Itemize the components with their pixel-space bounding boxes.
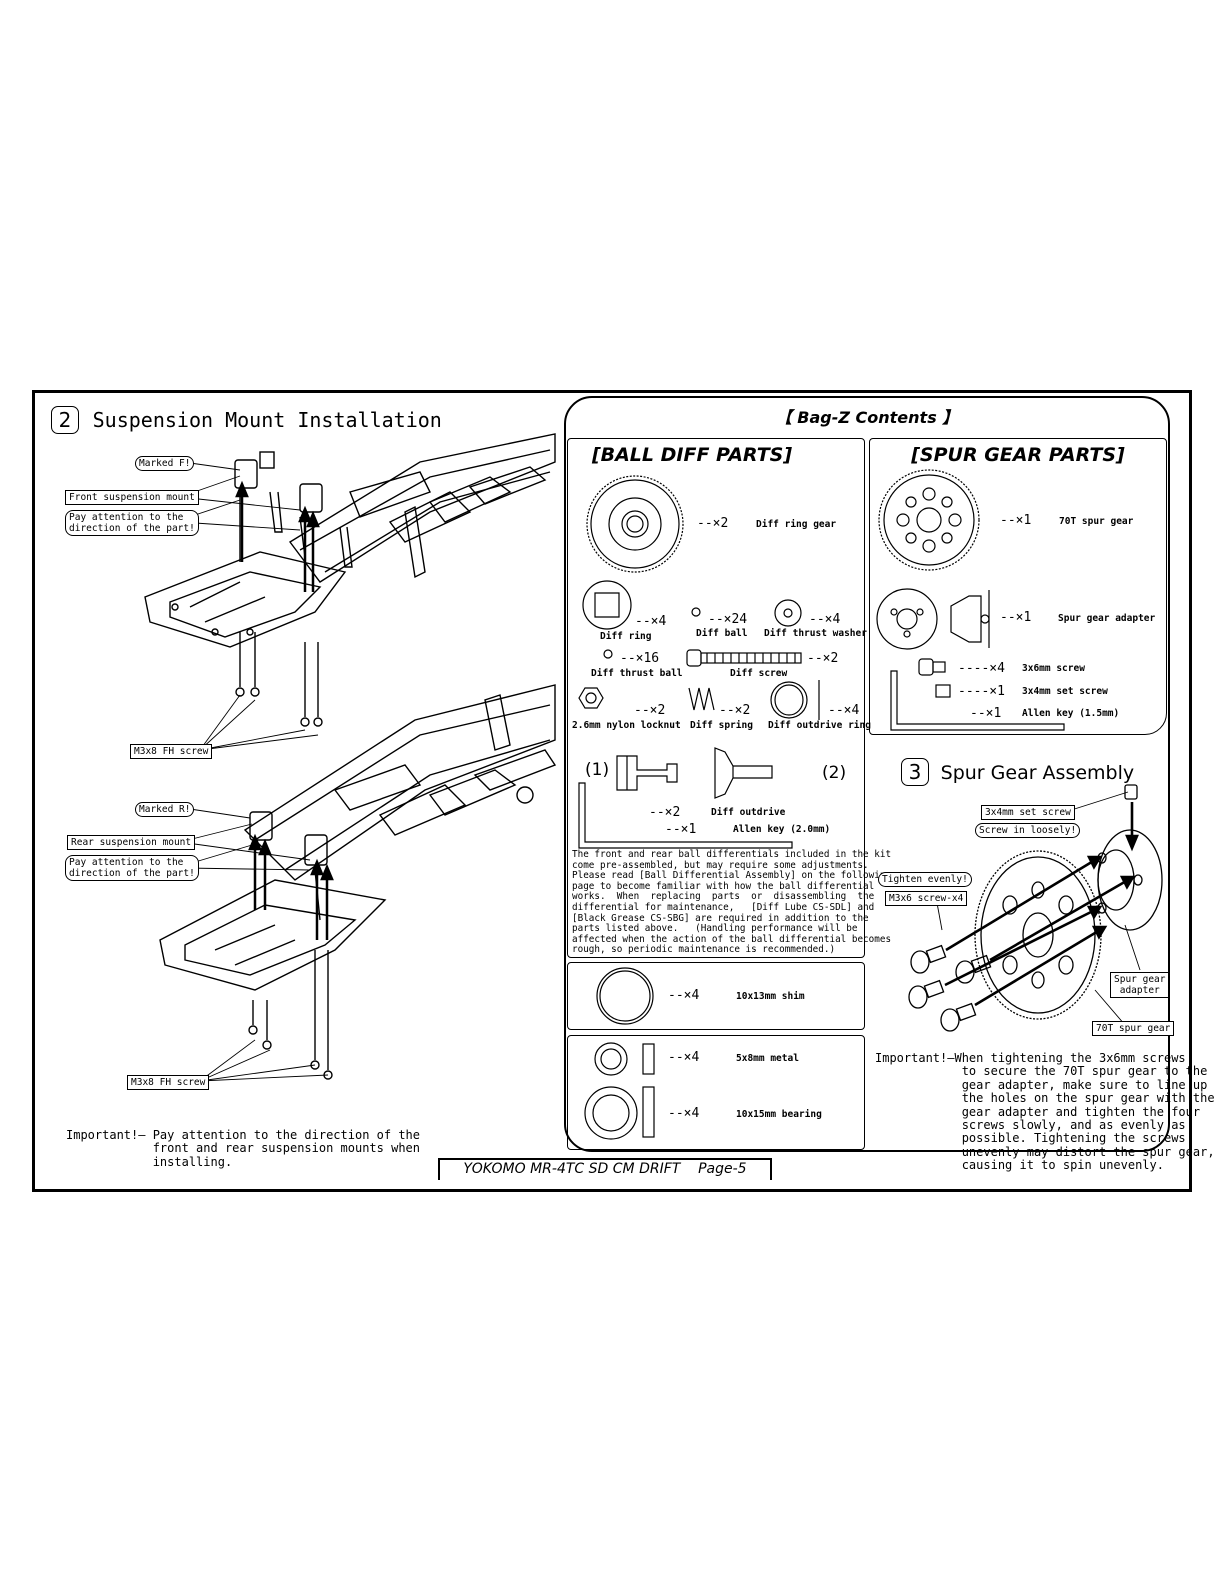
ball-diff-parts-drawings (578, 475, 820, 849)
part-name: 3x6mm screw (1022, 663, 1085, 674)
step-2-leader-lines (179, 462, 329, 1082)
part-qty: --×2 (634, 703, 666, 718)
outdrive-label-2: (2) (822, 763, 847, 783)
part-name: Allen key (2.0mm) (733, 824, 831, 835)
part-name: Diff ring gear (756, 519, 837, 530)
bearings-panel (567, 1035, 865, 1150)
ball-diff-parts-panel (567, 438, 865, 958)
part-qty: --×4 (828, 703, 860, 718)
shim-panel (567, 962, 865, 1030)
step-3-heading: 3 Spur Gear Assembly (901, 758, 1134, 786)
part-qty: --×24 (708, 612, 748, 627)
part-name: Diff screw (730, 668, 788, 679)
step-title: Spur Gear Assembly (940, 762, 1135, 784)
part-name: Diff ball (696, 628, 748, 639)
shim-drawing (596, 967, 654, 1025)
bag-contents-title: 【 Bag-Z Contents 】 (775, 408, 959, 427)
chassis-front-illustration (144, 433, 556, 727)
outdrive-label-1: (1) (585, 760, 610, 780)
part-name: Diff thrust washer (764, 628, 867, 639)
gear-adapter-callout: Spur gear adapter (1110, 972, 1170, 998)
part-name: 70T spur gear (1059, 516, 1134, 527)
ball-diff-note: The front and rear ball differentials in… (572, 849, 892, 956)
part-name: 3x4mm set screw (1022, 686, 1108, 697)
screw-x4-callout: M3x6 screw-x4 (885, 891, 968, 906)
part-name: Diff ring (600, 631, 652, 642)
part-qty: --×1 (1000, 513, 1032, 528)
part-qty: --×4 (668, 1050, 700, 1065)
step-3-important-note: Important!—When tightening the 3x6mm scr… (875, 1051, 1215, 1173)
part-name: Diff outdrive (711, 807, 786, 818)
part-qty: --×4 (668, 988, 700, 1003)
spur-gear-parts-drawings (876, 469, 1065, 731)
part-name: 2.6mm nylon locknut (572, 720, 681, 731)
step-2-important-note: Important!— Pay attention to the directi… (66, 1128, 421, 1169)
front-mount-callout: Front suspension mount (65, 490, 199, 505)
step-2-heading: 2 Suspension Mount Installation (51, 406, 442, 434)
screw-callout: M3x8 FH screw (127, 1075, 210, 1090)
rear-mount-callout: Rear suspension mount (67, 835, 196, 850)
part-qty: --×4 (809, 612, 841, 627)
direction-warning-callout: Pay attention to the direction of the pa… (65, 855, 199, 881)
set-screw-callout: 3x4mm set screw (981, 805, 1075, 820)
footer-tab (438, 1158, 772, 1180)
spur-gear-assembly-illustration (908, 784, 1163, 1032)
part-qty: --×16 (620, 651, 660, 666)
footer-page-label: YOKOMO MR-4TC SD CM DRIFT Page-5 (463, 1161, 747, 1177)
screw-loosely-callout: Screw in loosely! (975, 823, 1081, 838)
part-qty: --×2 (697, 516, 729, 531)
chassis-rear-illustration (159, 684, 557, 1080)
spur-gear-callout: 70T spur gear (1092, 1021, 1175, 1036)
part-name: 10x15mm bearing (736, 1109, 822, 1120)
part-qty: --×4 (635, 614, 667, 629)
bag-contents-panel (564, 396, 1170, 1152)
step-number: 2 (51, 406, 79, 434)
spur-gear-parts-panel (869, 438, 1167, 735)
part-qty: --×4 (668, 1106, 700, 1121)
spur-gear-header: [SPUR GEAR PARTS] (911, 444, 1125, 466)
part-name: Diff thrust ball (591, 668, 683, 679)
part-qty: --×2 (649, 805, 681, 820)
step-title: Suspension Mount Installation (92, 408, 442, 432)
part-name: Spur gear adapter (1058, 613, 1156, 624)
part-name: Diff spring (690, 720, 753, 731)
part-qty: --×1 (1000, 610, 1032, 625)
marked-r-callout: Marked R! (135, 802, 195, 817)
part-name: 5x8mm metal (736, 1053, 799, 1064)
ball-diff-header: [BALL DIFF PARTS] (591, 444, 793, 466)
screw-callout: M3x8 FH screw (130, 744, 213, 759)
tighten-evenly-callout: Tighten evenly! (878, 872, 972, 887)
part-qty: --×1 (665, 822, 697, 837)
part-name: 10x13mm shim (736, 991, 805, 1002)
part-qty: ----×1 (958, 684, 1005, 699)
manual-page-frame (32, 390, 1192, 1192)
part-qty: --×2 (807, 651, 839, 666)
part-name: Allen key (1.5mm) (1022, 708, 1120, 719)
part-name: Diff outdrive ring (768, 720, 871, 731)
direction-warning-callout: Pay attention to the direction of the pa… (65, 510, 199, 536)
part-qty: ----×4 (958, 661, 1005, 676)
marked-f-callout: Marked F! (135, 456, 195, 471)
part-qty: --×1 (970, 706, 1002, 721)
bearings-drawing (584, 1042, 655, 1140)
part-qty: --×2 (719, 703, 751, 718)
